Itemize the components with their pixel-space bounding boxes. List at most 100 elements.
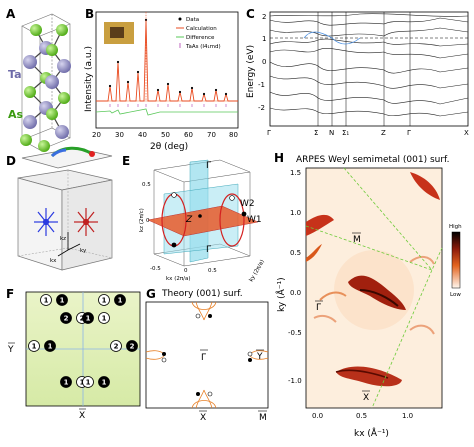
surface-plane	[21, 147, 113, 169]
svg-text:0.5: 0.5	[142, 182, 151, 188]
panel-c-frame	[269, 11, 469, 127]
weyl-node-blue	[34, 208, 58, 236]
svg-text:N: N	[329, 129, 334, 137]
f-weyl-point-label: 1	[118, 297, 123, 305]
panel-a: A Ta As	[6, 7, 71, 152]
panel-b-legend: Data Calculation Difference TaAs (I4₁md)	[176, 17, 221, 50]
f-weyl-point-label: 1	[60, 297, 65, 305]
panel-b-xticks: 20 30 40 50 60 70 80	[92, 131, 238, 139]
f-weyl-point-label: 2	[80, 315, 85, 323]
panel-h: H ARPES Weyl semimetal (001) surf. M Γ X…	[274, 151, 462, 439]
e-w2: W2	[240, 199, 255, 209]
h-ylabel: ky (Å⁻¹)	[275, 277, 287, 312]
panel-g-letter: G	[146, 287, 156, 301]
svg-text:0.5: 0.5	[356, 412, 367, 420]
svg-text:kx: kx	[50, 258, 57, 264]
f-weyl-point-label: 1	[80, 379, 85, 387]
panel-c-yticks: 2 1 0 -1 -2	[258, 13, 266, 112]
svg-text:2: 2	[262, 13, 266, 21]
e-gamma-top: Γ	[206, 161, 211, 171]
e-z: Z	[185, 215, 193, 225]
weyl-node-red	[74, 208, 98, 236]
h-label-m: M	[353, 235, 361, 245]
f-weyl-point	[98, 312, 110, 324]
f-weyl-point	[60, 312, 72, 324]
svg-text:Σ₁: Σ₁	[342, 129, 349, 137]
calculation-curve	[96, 19, 238, 102]
svg-text:kz: kz	[60, 236, 66, 242]
f-weyl-point	[60, 376, 72, 388]
svg-text:70: 70	[207, 131, 216, 139]
difference-curve	[95, 108, 238, 116]
panel-d-axes	[57, 232, 81, 257]
band-structure	[269, 13, 469, 117]
f-weyl-point-label: 2	[64, 315, 69, 323]
f-weyl-point-label: 1	[44, 297, 49, 305]
kz-zero-plane	[147, 205, 259, 237]
svg-text:50: 50	[161, 131, 170, 139]
f-weyl-point	[28, 340, 40, 352]
f-weyl-point	[126, 340, 138, 352]
f-weyl-point-label: 1	[86, 379, 91, 387]
panel-f-letter: F	[6, 287, 14, 301]
f-weyl-point	[82, 376, 94, 388]
f-weyl-point	[98, 294, 110, 306]
panel-b: B Data Calculation Difference	[84, 7, 239, 152]
panel-e-letter: E	[122, 154, 130, 168]
f-weyl-point	[44, 340, 56, 352]
f-label-x: X	[79, 411, 85, 421]
svg-text:-1: -1	[258, 81, 265, 89]
crystal-structure	[20, 13, 71, 152]
f-weyl-point	[114, 294, 126, 306]
weyl-crossing	[303, 31, 361, 45]
data-points	[108, 18, 228, 96]
svg-text:0.0: 0.0	[290, 289, 301, 297]
panel-b-xlabel: 2θ (deg)	[150, 142, 188, 152]
svg-text:30: 30	[115, 131, 124, 139]
h-intensity	[306, 172, 440, 387]
svg-text:0: 0	[146, 218, 150, 224]
panel-c: C 2 1 0 -1 -2 Γ Σ	[246, 7, 469, 137]
panel-b-frame	[95, 11, 239, 129]
f-weyl-point	[56, 294, 68, 306]
f-weyl-point-label: 1	[64, 379, 69, 387]
f-weyl-point-label: 1	[102, 297, 107, 305]
svg-text:0.5: 0.5	[208, 268, 217, 274]
panel-b-ylabel: Intensity (a.u.)	[84, 46, 94, 112]
panel-d: D kz ky kx	[6, 146, 113, 271]
panel-a-letter: A	[6, 7, 16, 21]
f-weyl-point-label: 1	[102, 379, 107, 387]
e-gamma-bottom: Γ	[206, 245, 211, 255]
panel-h-letter: H	[274, 151, 284, 165]
h-colorbar-high: High	[449, 224, 462, 230]
g-label-m: M	[259, 413, 267, 423]
panel-c-kpoints: Γ Σ N Σ₁ Z Γ X	[267, 129, 469, 137]
svg-text:1: 1	[262, 35, 266, 43]
g-label-x: X	[200, 413, 206, 423]
panel-c-letter: C	[246, 7, 255, 21]
h-label-x: X	[363, 393, 369, 403]
h-brillouin-zone	[343, 167, 433, 409]
g-frame	[145, 301, 269, 409]
svg-text:-1.0: -1.0	[288, 377, 302, 385]
svg-text:-0.5: -0.5	[150, 266, 161, 272]
f-weyl-point	[98, 376, 110, 388]
h-title: ARPES Weyl semimetal (001) surf.	[296, 155, 449, 165]
f-weyl-point	[82, 312, 94, 324]
h-label-gamma: Γ	[316, 303, 321, 313]
g-label-gamma: Γ	[201, 353, 206, 363]
f-weyl-point-label: 1	[102, 315, 107, 323]
svg-text:0: 0	[184, 268, 188, 274]
svg-text:0.0: 0.0	[312, 412, 323, 420]
svg-text:0: 0	[262, 58, 266, 66]
e-zlabel: kz (2π/c)	[139, 208, 145, 232]
svg-text:40: 40	[138, 131, 147, 139]
f-weyl-point-label: 1	[32, 343, 37, 351]
f-weyl-point-label: 1	[86, 315, 91, 323]
panel-g: G Theory (001) surf. Γ Y X M	[145, 287, 269, 423]
svg-text:Γ: Γ	[407, 129, 411, 137]
svg-text:80: 80	[229, 131, 238, 139]
f-weyl-point-label: 2	[130, 343, 135, 351]
